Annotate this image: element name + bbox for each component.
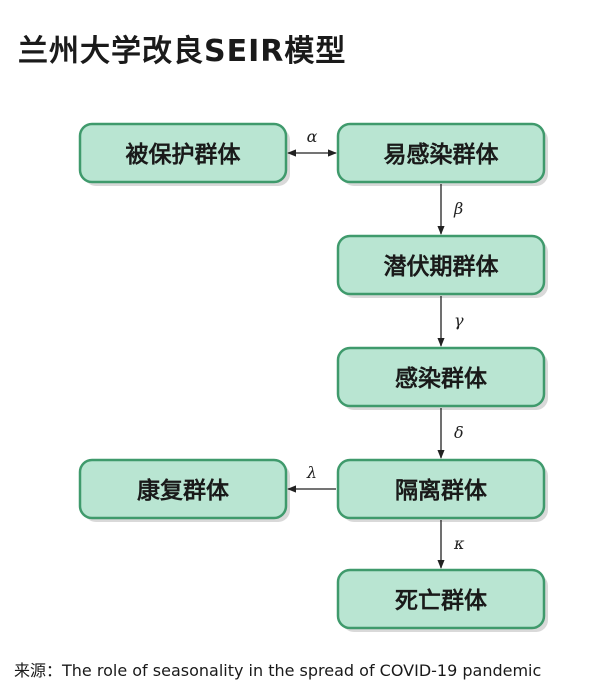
edge-alpha-label: α [307,127,318,146]
node-latent: 潜伏期群体 [336,234,548,298]
edge-delta: δ [437,408,464,459]
edge-beta-label: β [453,199,463,218]
node-protected: 被保护群体 [78,122,290,186]
node-quarantined-label: 隔离群体 [395,477,488,504]
node-infected-label: 感染群体 [395,365,488,392]
source-caption: 来源：The role of seasonality in the spread… [14,657,541,681]
edge-delta-label: δ [454,423,464,442]
edge-alpha: α [287,127,337,157]
node-dead-label: 死亡群体 [395,587,488,614]
edge-kappa: κ [437,520,465,569]
source-label: 来源： [14,661,63,680]
node-quarantined: 隔离群体 [336,458,548,522]
node-latent-label: 潜伏期群体 [384,253,500,280]
edge-kappa-label: κ [453,534,465,553]
node-susceptible-label: 易感染群体 [384,141,500,168]
node-infected: 感染群体 [336,346,548,410]
node-recovered-label: 康复群体 [137,477,230,504]
edge-gamma-label: γ [454,311,464,330]
node-susceptible: 易感染群体 [336,122,548,186]
node-dead: 死亡群体 [336,568,548,632]
source-text: The role of seasonality in the spread of… [62,661,542,680]
edge-beta: β [437,184,463,235]
node-recovered: 康复群体 [78,458,290,522]
edge-gamma: γ [437,296,464,347]
edge-lambda-label: λ [306,463,317,482]
page-title: 兰州大学改良SEIR模型 [18,34,347,69]
edge-lambda: λ [287,463,336,493]
node-protected-label: 被保护群体 [126,141,242,168]
